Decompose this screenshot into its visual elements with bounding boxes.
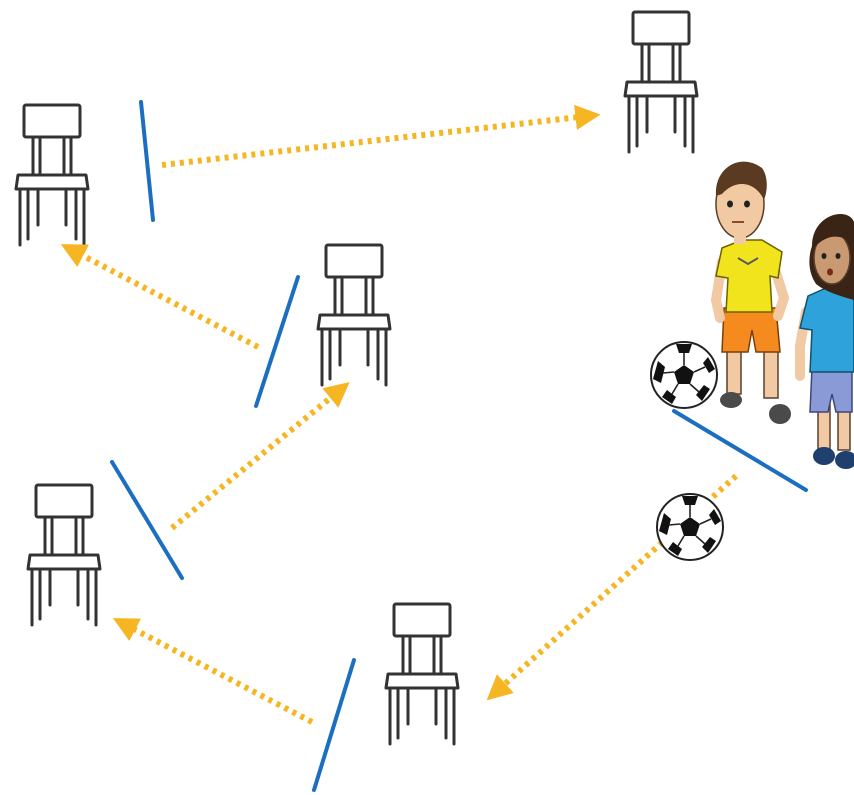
chair-bottom-left: [28, 485, 100, 625]
pass-arrow: [124, 624, 312, 722]
boy-player: [716, 162, 791, 424]
marker-line: [141, 102, 153, 220]
soccer-ball: [657, 494, 723, 560]
chair-top-right: [625, 12, 697, 152]
soccer-ball: [651, 342, 717, 408]
marker-line: [256, 277, 298, 406]
marker-line: [674, 411, 806, 490]
girl-player: [800, 214, 854, 469]
pass-arrow: [162, 116, 588, 165]
pass-arrow: [72, 250, 258, 347]
chair-center: [318, 245, 390, 385]
pass-arrow: [172, 390, 340, 528]
chair-top-left: [16, 105, 88, 245]
marker-line: [314, 660, 354, 790]
chair-bottom-center: [386, 604, 458, 744]
marker-line: [112, 462, 182, 578]
